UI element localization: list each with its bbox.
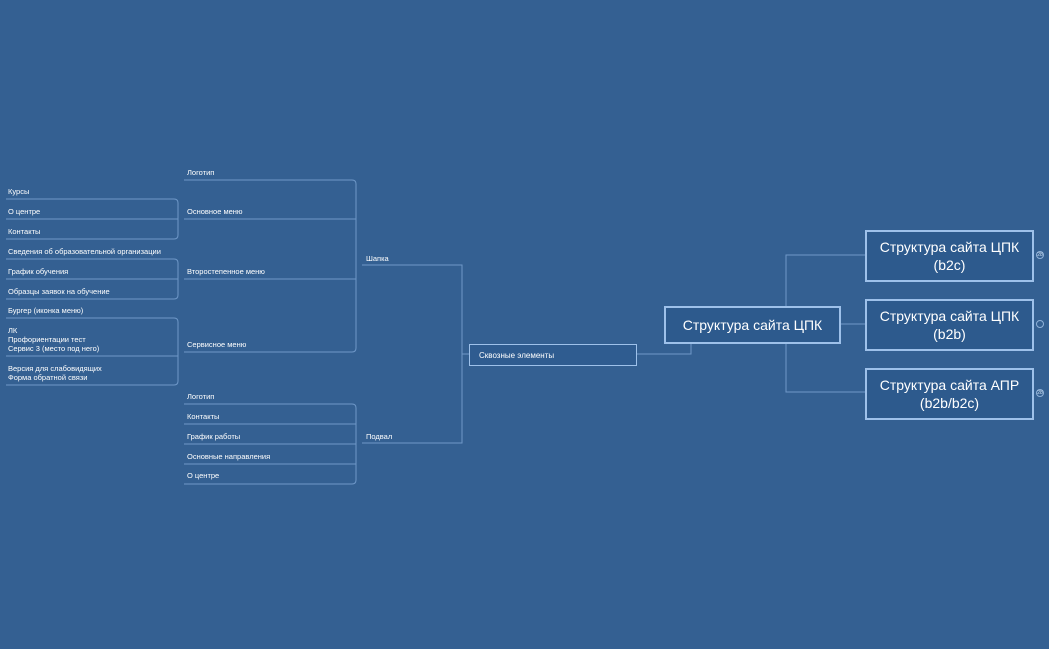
header-item-service-menu[interactable]: Сервисное меню [187, 340, 247, 349]
secondary-menu-item[interactable]: Образцы заявок на обучение [8, 287, 110, 296]
header-item-secondary-menu[interactable]: Второстепенное меню [187, 267, 265, 276]
connector-cross-sections [362, 264, 470, 444]
footer-item[interactable]: Контакты [187, 412, 220, 421]
footer-item[interactable]: О центре [187, 471, 220, 480]
service-menu-item[interactable]: ЛК Профориентации тест Сервис 3 (место п… [8, 326, 100, 353]
collapse-toggle-icon[interactable] [1036, 320, 1044, 328]
footer-node[interactable]: Подвал [366, 432, 393, 441]
root-node-label: Структура сайта ЦПК [682, 317, 823, 333]
main-menu-item[interactable]: Контакты [8, 227, 41, 236]
connector-root-branches [785, 254, 866, 393]
collapse-toggle-icon[interactable]: 28 [1036, 389, 1044, 397]
branch-label: Структура сайта ЦПК (b2c) [879, 239, 1020, 273]
collapse-toggle-icon[interactable]: 28 [1036, 251, 1044, 259]
branch-label: Структура сайта АПР (b2b/b2c) [879, 377, 1020, 411]
connector-service-menu-items [6, 317, 179, 386]
main-menu-item[interactable]: Курсы [8, 187, 30, 196]
header-node[interactable]: Шапка [366, 254, 389, 263]
branch-node-cpk-b2b[interactable]: Структура сайта ЦПК (b2b) [865, 299, 1034, 351]
connector-footer-items [184, 403, 357, 485]
branch-node-cpk-b2c[interactable]: Структура сайта ЦПК (b2c) [865, 230, 1034, 282]
cross-elements-node[interactable]: Сквозные элементы [469, 344, 637, 366]
footer-item[interactable]: Логотип [187, 392, 215, 401]
root-node[interactable]: Структура сайта ЦПК [664, 306, 841, 344]
main-menu-item[interactable]: О центре [8, 207, 41, 216]
footer-item[interactable]: Основные направления [187, 452, 271, 461]
branch-label: Структура сайта ЦПК (b2b) [879, 308, 1020, 342]
header-item-logo[interactable]: Логотип [187, 168, 215, 177]
cross-elements-label: Сквозные элементы [479, 350, 555, 360]
footer-item[interactable]: График работы [187, 432, 241, 441]
secondary-menu-item[interactable]: График обучения [8, 267, 69, 276]
service-menu-item[interactable]: Версия для слабовидящих Форма обратной с… [8, 364, 102, 382]
branch-node-apr-b2b-b2c[interactable]: Структура сайта АПР (b2b/b2c) [865, 368, 1034, 420]
service-menu-item[interactable]: Бургер (иконка меню) [8, 306, 84, 315]
connector-main-menu-items [6, 198, 179, 240]
connector-secondary-menu-items [6, 258, 179, 300]
connector-header-items [184, 179, 357, 353]
header-item-main-menu[interactable]: Основное меню [187, 207, 243, 216]
secondary-menu-item[interactable]: Сведения об образовательной организации [8, 247, 161, 256]
